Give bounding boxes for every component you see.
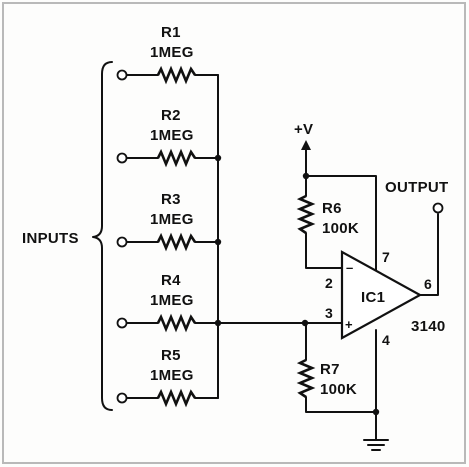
resistor-r4-zigzag: [156, 313, 197, 333]
pin7-supply-wire: [305, 175, 377, 277]
resistor-r1-ref: R1: [161, 24, 181, 41]
opamp-ic1-symbol: [340, 250, 423, 340]
resistor-r2-zigzag: [156, 148, 197, 168]
resistor-r2-value: 1MEG: [150, 127, 194, 144]
resistor-r3-zigzag: [156, 232, 197, 252]
output-wire: [419, 213, 439, 296]
supply-arrow-icon: [301, 140, 311, 150]
opamp-minus-sign: –: [346, 260, 354, 275]
inverting-input-wire: [305, 265, 343, 269]
output-label: OUTPUT: [385, 179, 448, 196]
resistor-r6-ref: R6: [322, 200, 342, 217]
resistor-r5-value: 1MEG: [150, 367, 194, 384]
input-row-r2: R2 1MEG: [116, 107, 222, 168]
ground-icon: [363, 439, 389, 451]
diagram-frame: [2, 2, 466, 464]
resistor-r5-ref: R5: [161, 347, 181, 364]
resistor-r1-value: 1MEG: [150, 44, 194, 61]
resistor-r6-zigzag: [296, 194, 316, 235]
r7-ground-wire: [305, 396, 377, 413]
input-row-r4: R4 1MEG: [116, 272, 222, 333]
supply-label: +V: [294, 121, 313, 138]
resistor-r7-value: 100K: [320, 381, 357, 398]
input-terminal-5[interactable]: [116, 392, 128, 404]
resistor-r2-ref: R2: [161, 107, 181, 124]
pin-label-6: 6: [424, 276, 432, 292]
inputs-brace: [92, 61, 113, 411]
input-terminal-3[interactable]: [116, 236, 128, 248]
pin-label-4: 4: [382, 332, 390, 348]
resistor-r3-ref: R3: [161, 191, 181, 208]
input-terminal-4[interactable]: [116, 317, 128, 329]
resistor-r7-zigzag: [296, 358, 316, 399]
input-row-r3: R3 1MEG: [116, 191, 222, 252]
junction-ground: [372, 408, 380, 416]
opamp-ref: IC1: [361, 289, 385, 306]
resistor-r7-ref: R7: [320, 361, 340, 378]
pin-label-3: 3: [325, 305, 333, 321]
resistor-r4-value: 1MEG: [150, 292, 194, 309]
input-row-r5: R5 1MEG: [116, 347, 219, 408]
resistor-r3-value: 1MEG: [150, 211, 194, 228]
resistor-r1-zigzag: [156, 65, 197, 85]
pin-label-2: 2: [325, 275, 333, 291]
output-terminal[interactable]: [432, 202, 444, 214]
input-row-r1: R1 1MEG: [116, 24, 219, 85]
opamp-plus-sign: +: [345, 317, 353, 332]
opamp-part-number: 3140: [411, 318, 446, 335]
resistor-r4-ref: R4: [161, 272, 181, 289]
resistor-r5-zigzag: [156, 388, 197, 408]
resistor-r6-value: 100K: [322, 220, 359, 237]
pin-label-7: 7: [382, 249, 390, 265]
input-terminal-2[interactable]: [116, 152, 128, 164]
input-terminal-1[interactable]: [116, 69, 128, 81]
inputs-label: INPUTS: [22, 230, 79, 247]
